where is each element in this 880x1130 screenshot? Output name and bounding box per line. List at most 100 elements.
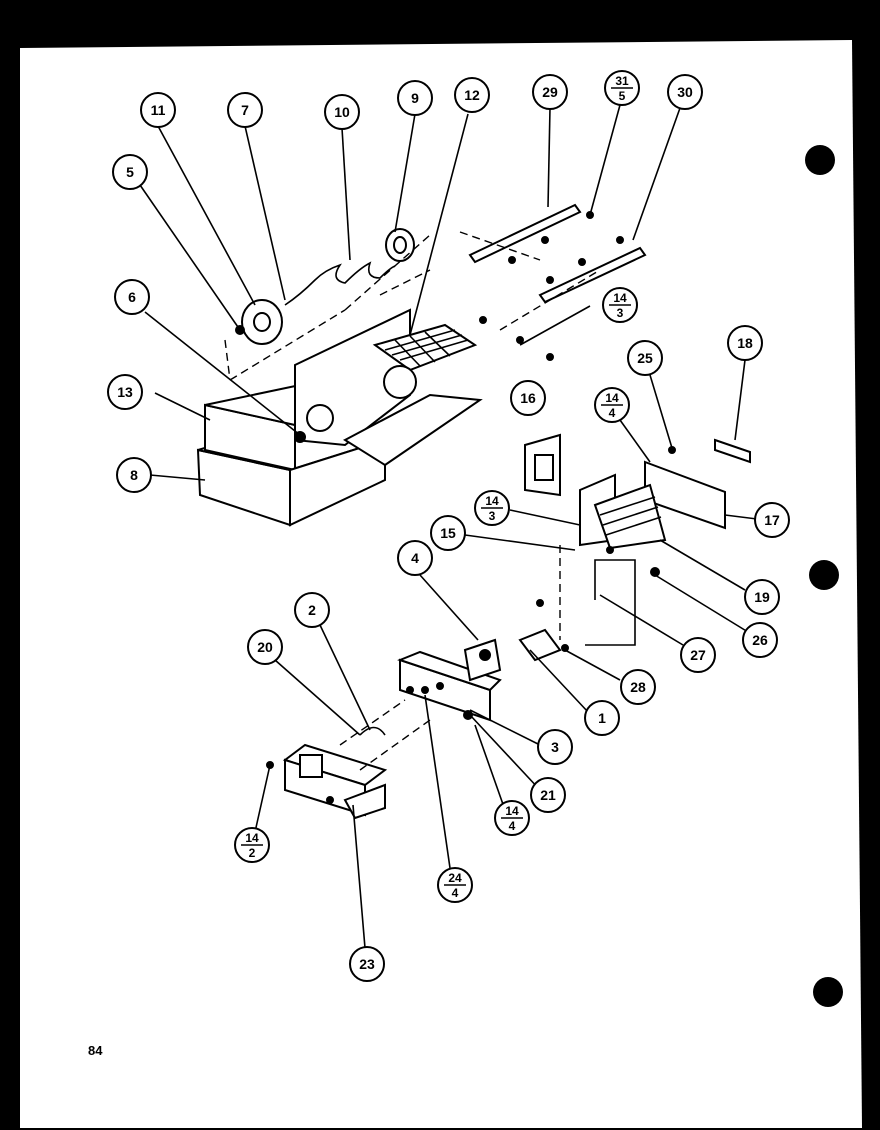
callout-circle: [112, 154, 148, 190]
callout-circle: [140, 92, 176, 128]
callout-label: 25: [637, 350, 653, 366]
callout-label: 15: [440, 525, 456, 541]
callout-circle: [510, 380, 546, 416]
callout-c21: 21: [530, 777, 566, 813]
callout-circle: [116, 457, 152, 493]
callout-c28: 28: [620, 669, 656, 705]
callout-label: 23: [359, 956, 375, 972]
callout-c18: 18: [727, 325, 763, 361]
callout-circle: [107, 374, 143, 410]
callout-c19: 19: [744, 579, 780, 615]
callout-denominator: 4: [452, 886, 459, 900]
callout-circle: [620, 669, 656, 705]
page-number: 84: [88, 1043, 103, 1058]
callout-label: 9: [411, 90, 419, 106]
punch-hole-top: [805, 145, 835, 175]
callout-circle: [324, 94, 360, 130]
callout-label: 26: [752, 632, 768, 648]
cover-part: [266, 699, 431, 820]
callout-c14-4b: 144: [494, 800, 530, 836]
ice-bucket-assembly: [196, 308, 483, 527]
callout-circle: [680, 637, 716, 673]
callout-c9: 9: [397, 80, 433, 116]
callout-c14-2: 142: [234, 827, 270, 863]
callout-label: 13: [117, 384, 133, 400]
callout-c5: 5: [112, 154, 148, 190]
callout-label: 27: [690, 647, 706, 663]
callout-circle: [397, 80, 433, 116]
callout-c20: 20: [247, 629, 283, 665]
callout-numerator: 14: [605, 391, 619, 405]
callout-c6: 6: [114, 279, 150, 315]
callout-label: 12: [464, 87, 480, 103]
callout-denominator: 4: [609, 406, 616, 420]
callout-circle: [227, 92, 263, 128]
callout-c4: 4: [397, 540, 433, 576]
callout-numerator: 31: [615, 74, 629, 88]
callout-label: 2: [308, 602, 316, 618]
callout-label: 19: [754, 589, 770, 605]
callout-denominator: 4: [509, 819, 516, 833]
callout-c12: 12: [454, 77, 490, 113]
callout-c10: 10: [324, 94, 360, 130]
callout-circle: [530, 777, 566, 813]
callout-c7: 7: [227, 92, 263, 128]
callout-c11: 11: [140, 92, 176, 128]
callout-c27: 27: [680, 637, 716, 673]
callout-label: 8: [130, 467, 138, 483]
auger-parts: [224, 228, 431, 381]
callout-c14-4a: 144: [594, 387, 630, 423]
callout-label: 28: [630, 679, 646, 695]
callout-denominator: 3: [617, 306, 624, 320]
callout-c30: 30: [667, 74, 703, 110]
callout-c26: 26: [742, 622, 778, 658]
rail-parts: [459, 203, 647, 361]
callout-label: 21: [540, 787, 556, 803]
callout-circle: [727, 325, 763, 361]
callout-circle: [247, 629, 283, 665]
callout-circle: [667, 74, 703, 110]
callout-label: 29: [542, 84, 558, 100]
callout-circle: [742, 622, 778, 658]
callout-c14-3a: 143: [602, 287, 638, 323]
callout-c15: 15: [430, 515, 466, 551]
callout-c14-3b: 143: [474, 490, 510, 526]
callout-circle: [114, 279, 150, 315]
control-bracket-assembly: [359, 545, 569, 736]
callout-c25: 25: [627, 340, 663, 376]
callout-label: 18: [737, 335, 753, 351]
callout-label: 16: [520, 390, 536, 406]
punch-hole-middle: [809, 560, 839, 590]
leader-lines: [139, 104, 766, 949]
callout-circle: [584, 700, 620, 736]
callout-denominator: 3: [489, 509, 496, 523]
callout-label: 6: [128, 289, 136, 305]
callout-circle: [754, 502, 790, 538]
punch-hole-bottom: [813, 977, 843, 1007]
callout-denominator: 5: [619, 89, 626, 103]
callout-label: 1: [598, 710, 606, 726]
callout-circle: [744, 579, 780, 615]
callout-c8: 8: [116, 457, 152, 493]
callout-c24-4: 244: [437, 867, 473, 903]
callout-c3: 3: [537, 729, 573, 765]
callout-numerator: 14: [613, 291, 627, 305]
callout-c13: 13: [107, 374, 143, 410]
callout-c23: 23: [349, 946, 385, 982]
callout-circle: [430, 515, 466, 551]
callout-label: 4: [411, 550, 419, 566]
callout-label: 3: [551, 739, 559, 755]
callout-label: 7: [241, 102, 249, 118]
icemaker-assembly: [524, 433, 751, 646]
callout-denominator: 2: [249, 846, 256, 860]
callout-c2: 2: [294, 592, 330, 628]
callout-numerator: 14: [485, 494, 499, 508]
callout-circle: [537, 729, 573, 765]
callout-c17: 17: [754, 502, 790, 538]
callout-label: 17: [764, 512, 780, 528]
callout-circle: [397, 540, 433, 576]
callout-numerator: 14: [245, 831, 259, 845]
callout-circle: [349, 946, 385, 982]
